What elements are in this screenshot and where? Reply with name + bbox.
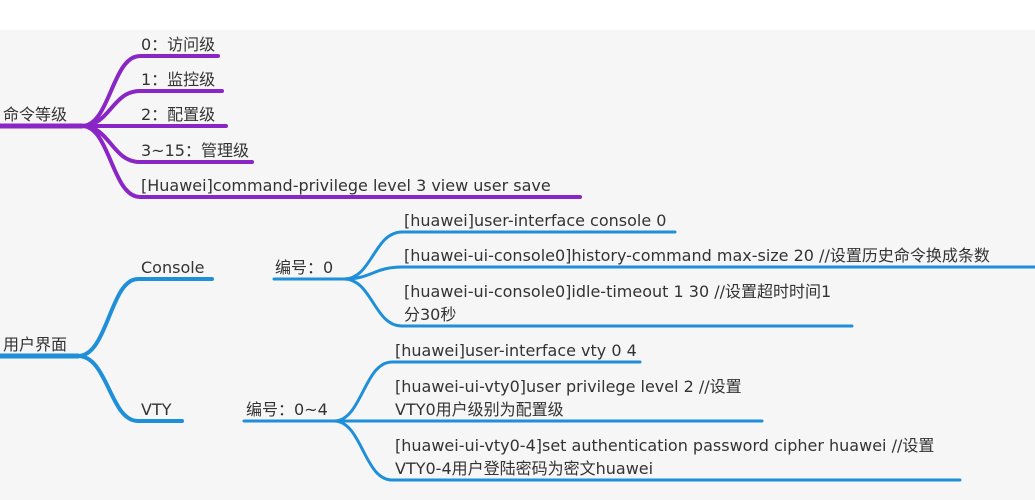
console-cmd-1-link [342, 265, 1035, 281]
vty-cmd-0-link [332, 360, 642, 423]
user-interface-root: 用户界面 [3, 335, 68, 354]
level-item-3: 3~15：管理级 [141, 141, 249, 160]
command-level-root: 命令等级 [3, 105, 68, 124]
console-command-2: [huawei-ui-console0]idle-timeout 1 30 //… [404, 282, 832, 324]
console-node: Console [141, 258, 205, 277]
console-cmd-0-link [342, 230, 677, 281]
vty-command-2: [huawei-ui-vty0-4]set authentication pas… [395, 436, 935, 478]
vty-command-1: [huawei-ui-vty0]user privilege level 2 /… [395, 377, 742, 419]
top-band [0, 0, 1035, 30]
level-command: [Huawei]command-privilege level 3 view u… [141, 176, 551, 195]
level-item-0: 0：访问级 [141, 35, 216, 54]
console-number: 编号：0 [275, 258, 334, 277]
vty-cmd-2-link [332, 419, 962, 482]
console-command-0: [huawei]user-interface console 0 [404, 211, 667, 230]
vty-number: 编号：0~4 [246, 400, 328, 419]
console-cmd-2-link [342, 277, 854, 328]
console-link [76, 277, 214, 358]
purple-branch-4 [80, 124, 582, 199]
console-command-1: [huawei-ui-console0]history-command max-… [404, 246, 990, 265]
level-item-1: 1：监控级 [141, 70, 216, 89]
vty-node: VTY [141, 400, 172, 419]
level-item-2: 2：配置级 [141, 105, 216, 124]
vty-link [76, 354, 184, 423]
vty-command-0: [huawei]user-interface vty 0 4 [395, 341, 637, 360]
